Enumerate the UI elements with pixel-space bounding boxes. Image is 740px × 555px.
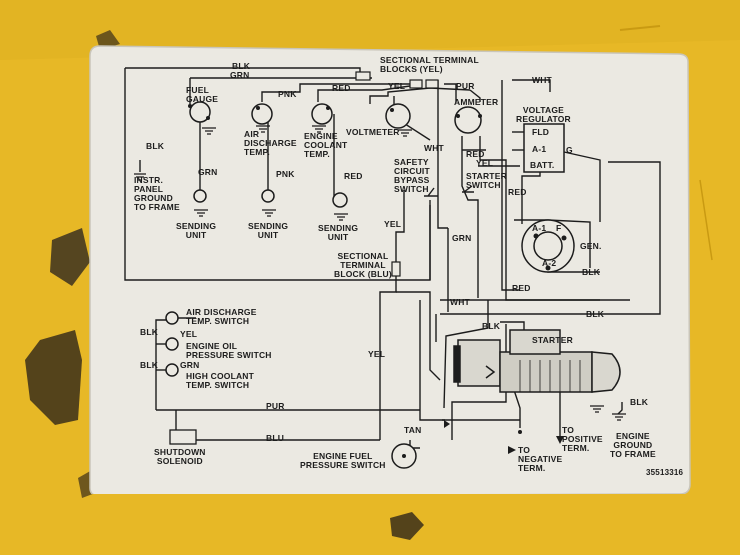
air-discharge-temp-label: AIR DISCHARGE TEMP.: [244, 129, 297, 157]
gen-a1-label: A-1: [532, 223, 547, 233]
scratch: [699, 179, 713, 261]
wire-label-blu: BLU: [266, 433, 285, 443]
regulator-a1-label: A-1: [532, 144, 547, 154]
engine-ground-label: ENGINE GROUND TO FRAME: [610, 431, 656, 459]
wire-label-wht-1: WHT: [532, 75, 552, 85]
wire-label-red-2: RED: [466, 149, 485, 159]
wiring-diagram-plate: [89, 45, 691, 494]
wire-label-blk-top: BLK: [232, 61, 251, 71]
wire-label-red-5: RED: [512, 283, 531, 293]
regulator-g-label: G: [566, 145, 573, 155]
wire-label-blk-eng: BLK: [630, 397, 649, 407]
engine-coolant-temp-label: ENGINE COOLANT TEMP.: [304, 131, 348, 159]
wire-label-yel-sw1: YEL: [180, 329, 198, 339]
rust-stain: [50, 228, 90, 286]
instr-panel-ground-label: INSTR. PANEL GROUND TO FRAME: [134, 175, 180, 212]
starter-switch-label: STARTER SWITCH: [466, 171, 507, 190]
wire-label-grn-2: GRN: [198, 167, 218, 177]
rust-stain: [25, 330, 82, 425]
wire-label-yel-4: YEL: [368, 349, 386, 359]
sending-unit-2-label: SENDING UNIT: [248, 221, 289, 240]
voltmeter-label: VOLTMETER: [346, 127, 400, 137]
wire-label-red-1: RED: [332, 83, 351, 93]
gen-a2-label: A-2: [542, 258, 557, 268]
voltage-regulator-label: VOLTAGE REGULATOR: [516, 105, 571, 124]
wire-label-blk-ground: BLK: [146, 141, 165, 151]
shutdown-solenoid-label: SHUTDOWN SOLENOID: [154, 447, 206, 466]
wire-label-pnk-1: PNK: [278, 89, 297, 99]
engine-oil-pressure-switch-label: ENGINE OIL PRESSURE SWITCH: [186, 341, 272, 360]
wire-label-grn-sw2: GRN: [180, 360, 200, 370]
rust-stain: [390, 512, 424, 540]
wire-label-blk-sw2: BLK: [140, 360, 159, 370]
air-discharge-temp-switch-label: AIR DISCHARGE TEMP. SWITCH: [186, 307, 257, 326]
wire-label-grn-top: GRN: [230, 70, 250, 80]
wire-label-blk-sw1: BLK: [140, 327, 159, 337]
starter-label: STARTER: [532, 335, 573, 345]
regulator-batt-label: BATT.: [530, 160, 555, 170]
part-number: 35513316: [646, 468, 684, 477]
wire-label-grn-3: GRN: [452, 233, 472, 243]
sending-unit-3-label: SENDING UNIT: [318, 223, 359, 242]
wire-label-wht-3: WHT: [450, 297, 470, 307]
wire-label-yel-1: YEL: [388, 81, 406, 91]
wire-label-pur-1: PUR: [456, 81, 475, 91]
wire-label-yel-3: YEL: [384, 219, 402, 229]
fuel-gauge-label: FUEL GAUGE: [186, 85, 219, 104]
wire-label-blk-2: BLK: [586, 309, 605, 319]
rust-stain: [96, 30, 120, 50]
gen-label: GEN.: [580, 241, 602, 251]
scratch: [619, 25, 661, 31]
safety-circuit-bypass-switch-label: SAFETY CIRCUIT BYPASS SWITCH: [394, 157, 430, 194]
regulator-fld-label: FLD: [532, 127, 550, 137]
high-coolant-temp-switch-label: HIGH COOLANT TEMP. SWITCH: [186, 371, 255, 390]
wire-label-pnk-2: PNK: [276, 169, 295, 179]
wire-label-tan: TAN: [404, 425, 422, 435]
to-positive-term-label: TO POSITIVE TERM.: [562, 425, 603, 453]
sectional-terminal-blocks-yel-label: SECTIONAL TERMINAL BLOCKS (YEL): [380, 55, 479, 74]
wire-label-pur-2: PUR: [266, 401, 285, 411]
gen-f-label: F: [556, 223, 562, 233]
sending-unit-1-label: SENDING UNIT: [176, 221, 217, 240]
engine-fuel-pressure-switch-label: ENGINE FUEL PRESSURE SWITCH: [300, 451, 386, 470]
wire-label-wht-2: WHT: [424, 143, 444, 153]
sectional-terminal-block-blu-label: SECTIONAL TERMINAL BLOCK (BLU): [334, 251, 392, 279]
ammeter-label: AMMETER: [454, 97, 499, 107]
wire-label-yel-2: YEL: [476, 158, 494, 168]
wire-label-blk-3: BLK: [482, 321, 501, 331]
wire-label-red-4: RED: [508, 187, 527, 197]
wire-label-blk-gen: BLK: [582, 267, 601, 277]
wire-label-red-3: RED: [344, 171, 363, 181]
to-negative-term-label: TO NEGATIVE TERM.: [518, 445, 563, 473]
